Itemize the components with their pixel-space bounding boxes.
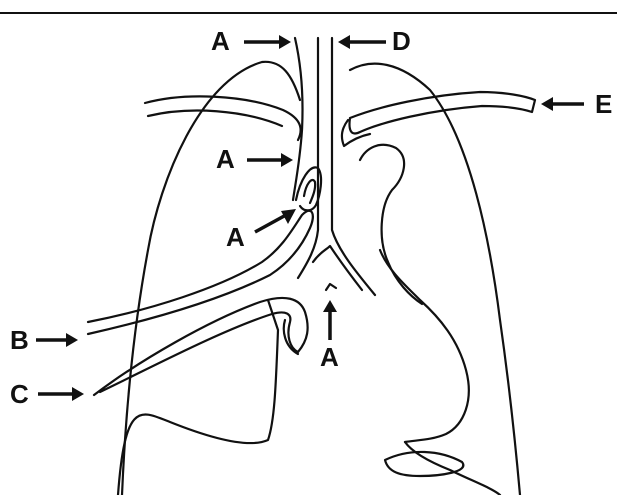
label-a-diagonal: A xyxy=(226,222,245,252)
lower-cardiac-base xyxy=(405,442,500,495)
diaphragm-left xyxy=(385,452,463,476)
arrow-a-bottom xyxy=(323,300,337,340)
arrow-e xyxy=(541,97,584,111)
label-a-middle: A xyxy=(216,144,235,174)
label-b: B xyxy=(10,325,29,355)
catheter-b xyxy=(88,211,313,334)
label-a-bottom: A xyxy=(320,342,339,372)
label-d: D xyxy=(392,26,411,56)
vessel-loop-inner xyxy=(304,180,315,203)
right-jugular-vein xyxy=(293,38,303,200)
arrow-b xyxy=(36,333,78,347)
right-subclavian-line xyxy=(145,96,301,140)
right-lung-outline xyxy=(122,62,300,495)
arrow-c xyxy=(38,387,84,401)
aortic-knob xyxy=(360,145,422,304)
label-c: C xyxy=(10,379,29,409)
arrow-a-middle xyxy=(247,153,293,167)
left-heart-border xyxy=(380,250,469,442)
catheter-c-tip xyxy=(284,320,298,354)
small-tick xyxy=(326,284,336,290)
arrow-a-diagonal xyxy=(255,209,296,232)
label-a-top: A xyxy=(211,26,230,56)
arrow-d xyxy=(338,35,386,49)
left-lung-outline xyxy=(350,64,520,495)
label-e: E xyxy=(595,89,612,119)
arrow-a-top xyxy=(244,35,291,49)
left-subclavian-line-e xyxy=(349,92,535,133)
